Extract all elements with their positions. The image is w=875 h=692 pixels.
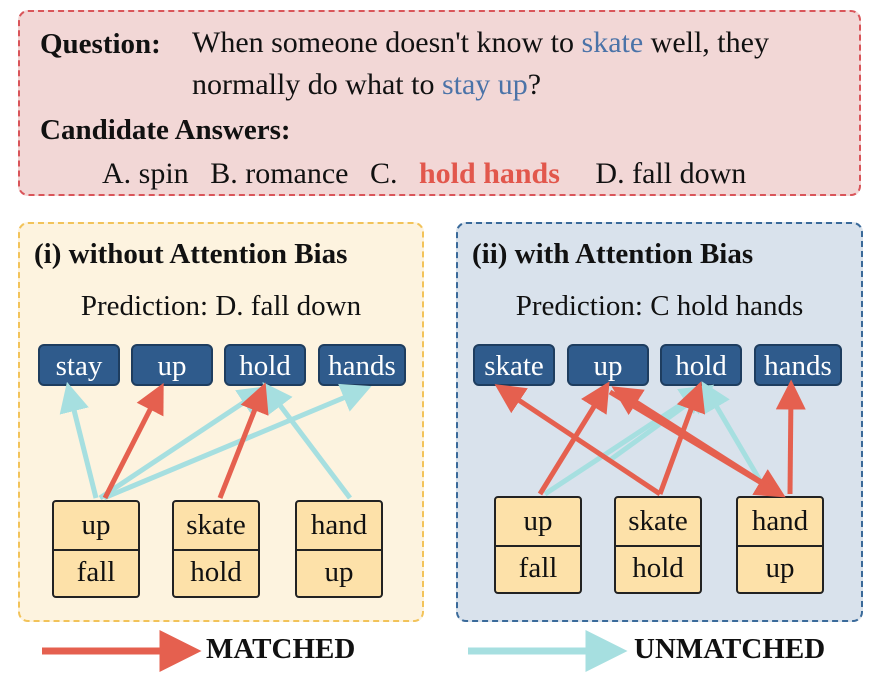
right-stack-2: skate hold [614,496,702,594]
answer-c: C. hold hands [370,157,574,190]
right-stack-2-top: skate [616,498,700,547]
right-stack-3: hand up [736,496,824,594]
question-text-line1: When someone doesn't know to skate well,… [192,26,769,60]
right-token-up: up [567,344,649,386]
question-line2-post: ? [527,68,542,101]
right-token-skate: skate [473,344,555,386]
left-stack-1-top: up [54,502,138,551]
panel-right-prediction: Prediction: C hold hands [515,290,804,322]
right-stack-2-bottom: hold [632,552,684,584]
right-token-hands: hands [754,344,842,386]
right-token-hold: hold [660,344,742,386]
left-stack-1-bottom: fall [76,556,116,588]
legend-matched-label: MATCHED [206,633,356,665]
left-stack-2: skate hold [172,500,260,598]
left-stack-2-bottom: hold [190,556,242,588]
left-token-hands: hands [318,344,406,386]
right-stack-1: up fall [494,496,582,594]
answer-b: B. romance [210,157,349,190]
left-stack-3-bottom: up [324,556,354,588]
candidate-answers-label: Candidate Answers: [40,114,291,146]
left-stack-1: up fall [52,500,140,598]
question-line2-pre: normally do what to [192,68,442,101]
right-stack-3-top: hand [738,498,822,547]
question-box: Question: When someone doesn't know to s… [18,10,861,196]
answer-d: D. fall down [595,157,747,190]
answer-c-correct: hold hands [418,157,560,190]
panel-right-title: (ii) with Attention Bias [472,238,754,270]
question-label: Question: [40,28,161,60]
left-stack-3-top: hand [297,502,381,551]
answer-c-prefix: C. [369,157,405,190]
right-stack-1-top: up [496,498,580,547]
left-token-stay: stay [38,344,120,386]
right-stack-1-bottom: fall [518,552,558,584]
panel-left-prediction: Prediction: D. fall down [80,290,362,322]
question-line1-pre: When someone doesn't know to [192,26,582,59]
question-text-line2: normally do what to stay up? [192,68,541,102]
left-token-hold: hold [224,344,306,386]
question-keyword-skate: skate [581,26,644,59]
question-line1-post: well, they [643,26,769,59]
left-stack-3: hand up [295,500,383,598]
left-token-up: up [131,344,213,386]
answer-a: A. spin [102,157,189,190]
question-keyword-stay-up: stay up [441,68,528,101]
right-stack-3-bottom: up [765,552,795,584]
left-stack-2-top: skate [174,502,258,551]
candidate-answers-list: A. spin B. romance C. hold hands D. fall… [102,157,760,191]
panel-left-title: (i) without Attention Bias [34,238,348,270]
legend-unmatched-label: UNMATCHED [634,633,826,665]
